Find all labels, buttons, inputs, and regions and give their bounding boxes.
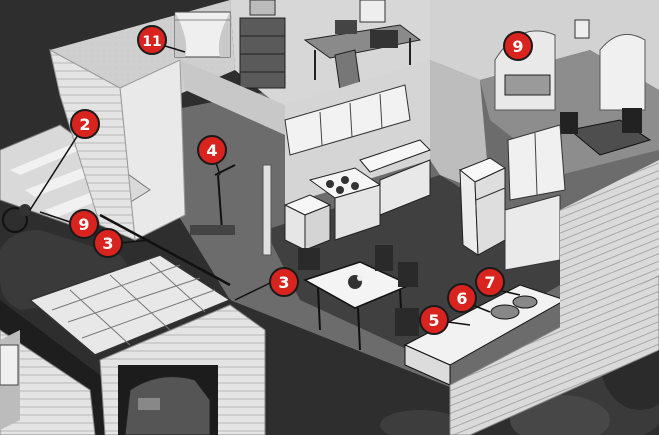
- dresser: [239, 0, 286, 89]
- callout-circle: [70, 109, 100, 139]
- front-wall-left: [0, 329, 96, 435]
- callout-circle: [93, 228, 123, 258]
- callout-number: 3: [102, 234, 113, 253]
- upper-cabinets: [284, 84, 411, 156]
- callout-circle: [447, 283, 477, 313]
- right-counter: [359, 139, 431, 216]
- window-curtain: [174, 11, 231, 58]
- callout-badge: 6: [447, 283, 477, 313]
- upper-dining-table: [560, 108, 652, 156]
- garage-door: [28, 254, 232, 356]
- callout-number: 11: [142, 34, 161, 50]
- callout-badge: 5: [419, 305, 449, 335]
- callout-badge: 3: [93, 228, 123, 258]
- callout-badge: 4: [197, 135, 227, 165]
- attic-heater: [190, 164, 236, 235]
- callout-circle: [137, 25, 167, 55]
- right-cabinets: [504, 124, 566, 271]
- callout-number: 4: [206, 141, 217, 160]
- garage-door-opener: [2, 204, 31, 233]
- right-end-wall: [560, 160, 659, 330]
- callout-badge: 11: [137, 25, 167, 55]
- callout-circle: [475, 267, 505, 297]
- left-window: [0, 344, 19, 386]
- callout-circle: [197, 135, 227, 165]
- left-counter: [283, 194, 332, 251]
- door-track: [99, 213, 231, 287]
- leader-lines: [29, 41, 521, 326]
- callout-circle: [503, 31, 533, 61]
- callout-number: 6: [456, 289, 467, 308]
- desk: [303, 0, 422, 91]
- callout-number: 3: [278, 273, 289, 292]
- callout-badge: 9: [503, 31, 533, 61]
- callout-number: 2: [79, 115, 90, 134]
- callout-badge: 3: [269, 267, 299, 297]
- callout-badge: 2: [70, 109, 100, 139]
- callout-number: 7: [484, 273, 495, 292]
- dining-table: [303, 261, 412, 351]
- dining-chairs: [298, 245, 419, 336]
- callout-badge: 9: [69, 209, 99, 239]
- refrigerator: [459, 157, 507, 256]
- hall-wall: [180, 60, 285, 135]
- right-partition: [430, 60, 490, 195]
- stove: [308, 167, 382, 241]
- callout-circle: [269, 267, 299, 297]
- support-post: [262, 164, 272, 256]
- callout-number: 9: [78, 215, 89, 234]
- callout-number: 9: [512, 37, 523, 56]
- callout-badge: 7: [475, 267, 505, 297]
- callout-number: 5: [428, 311, 439, 330]
- car-in-garage: [124, 376, 211, 435]
- callout-circle: [419, 305, 449, 335]
- callout-circle: [69, 209, 99, 239]
